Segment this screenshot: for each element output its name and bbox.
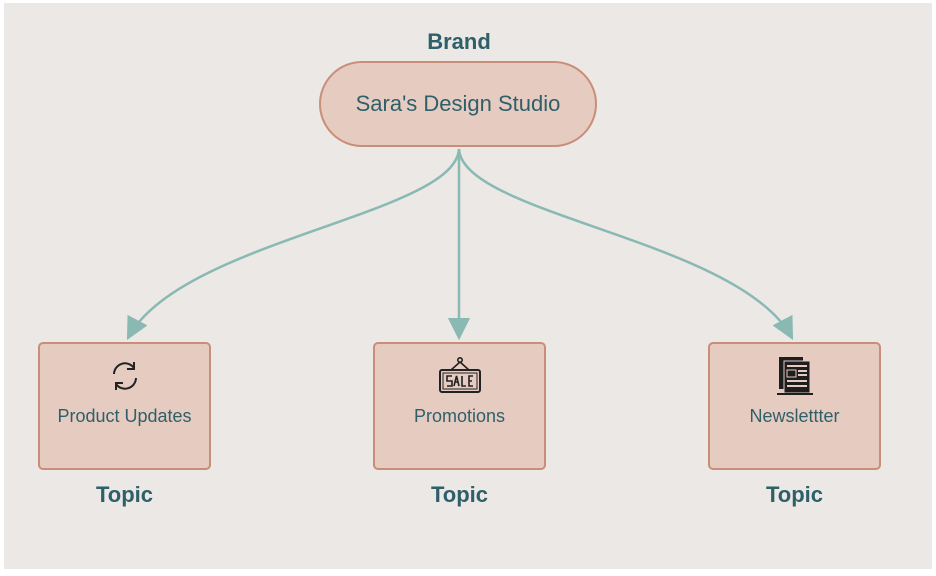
root-node-text: Sara's Design Studio <box>355 91 561 116</box>
connector-product-updates <box>126 148 461 340</box>
topic-label: Topic <box>765 482 824 507</box>
topic-node-promotions[interactable]: Promotions <box>373 342 546 470</box>
topic-text: Product Updates <box>57 406 192 426</box>
topic-text: Newslettter <box>749 406 840 426</box>
sale-sign-icon <box>375 356 544 396</box>
root-label: Brand <box>427 29 491 54</box>
topic-node-product-updates[interactable]: Product Updates <box>38 342 211 470</box>
root-node[interactable]: Sara's Design Studio <box>319 61 597 147</box>
refresh-icon <box>40 356 209 396</box>
newspaper-icon <box>710 356 879 396</box>
topic-node-newsletter[interactable]: Newslettter <box>708 342 881 470</box>
topic-label: Topic <box>95 482 154 507</box>
topic-label: Topic <box>430 482 489 507</box>
connector-newsletter <box>457 148 794 340</box>
topic-text: Promotions <box>413 406 506 426</box>
